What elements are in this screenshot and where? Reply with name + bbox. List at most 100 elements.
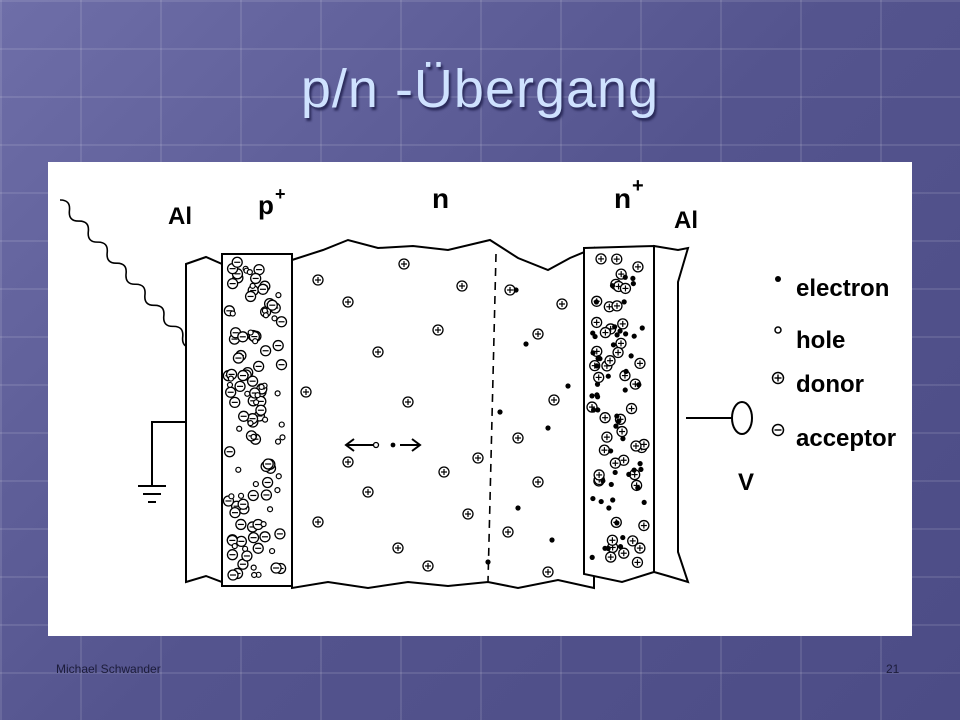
electron-carrier <box>623 368 629 375</box>
acceptor-ion <box>241 550 253 562</box>
electron-carrier <box>614 332 620 338</box>
hole-carrier <box>247 329 254 336</box>
hole-carrier <box>250 433 257 440</box>
electron-carrier <box>610 342 617 348</box>
hole-carrier <box>253 399 260 406</box>
acceptor-ion <box>250 272 262 285</box>
donor-ion <box>606 534 619 546</box>
electron-carrier <box>631 467 637 473</box>
electron-carrier <box>545 425 551 431</box>
hole-carrier <box>229 310 236 317</box>
donor-ion <box>616 425 628 438</box>
donor-ion <box>634 357 646 370</box>
electron-carrier <box>628 353 634 359</box>
electron-carrier <box>595 355 601 362</box>
donor-ion <box>599 412 611 424</box>
donor-ion <box>598 444 611 456</box>
hole-carrier <box>268 547 276 555</box>
electron-arrow-head <box>411 438 422 452</box>
donor-ion <box>631 556 644 569</box>
acceptor-ion <box>272 339 284 352</box>
hole-arrow-head <box>344 438 355 452</box>
pn-junction-diagram: Al p + n n + Al V electron hole donor ac… <box>59 175 896 590</box>
acceptor-ion <box>255 404 267 416</box>
donor-ion <box>599 326 612 339</box>
label-al-right: Al <box>674 207 698 234</box>
hole-carrier <box>250 564 257 571</box>
electron-carrier <box>612 469 618 476</box>
donor-ion <box>615 337 627 350</box>
electron-carrier <box>497 409 503 415</box>
acceptor-ion <box>229 507 241 519</box>
acceptor-ion <box>252 542 264 554</box>
electron-carrier <box>622 274 628 280</box>
acceptor-ion <box>260 489 273 501</box>
hole-carrier <box>266 506 274 513</box>
acceptor-ion <box>225 386 237 398</box>
acceptor-ion <box>274 528 286 540</box>
acceptor-ion <box>237 331 249 343</box>
donor-ion <box>593 371 605 384</box>
electron-carrier <box>641 499 647 506</box>
donor-ion <box>502 526 514 538</box>
acceptor-ion <box>262 458 274 470</box>
electron-carrier <box>622 387 628 393</box>
page-number: 21 <box>886 662 900 676</box>
electron-carrier <box>631 333 637 339</box>
electron-carrier <box>606 505 612 511</box>
hole-carrier <box>274 438 282 445</box>
n-bulk <box>291 238 595 590</box>
legend-acceptor-icon <box>771 423 785 437</box>
electron-carrier <box>613 423 619 429</box>
donor-ion <box>605 551 617 563</box>
donor-ion <box>372 346 384 358</box>
right-contact <box>653 244 690 584</box>
acceptor-ion <box>237 369 249 382</box>
ground-wire <box>151 421 186 486</box>
acceptor-ion <box>244 290 257 303</box>
electron-carrier <box>636 382 642 388</box>
legend-acceptor: acceptor <box>796 425 896 452</box>
label-n-plus-sign: + <box>632 175 644 197</box>
hole-carrier <box>262 312 270 319</box>
electron-carrier <box>589 554 595 561</box>
hole-carrier <box>227 375 234 382</box>
donor-ion <box>601 431 613 443</box>
footer-author: Michael Schwander <box>56 662 161 676</box>
acceptor-ion <box>226 549 239 561</box>
hole-carrier <box>274 487 281 494</box>
hole-carrier <box>260 521 267 528</box>
donor-ion <box>595 253 607 265</box>
electron-carrier <box>617 543 624 550</box>
hole-carrier <box>278 421 285 428</box>
hole-carrier <box>271 315 278 322</box>
donor-ion <box>609 457 622 469</box>
donor-ion <box>638 519 650 532</box>
donor-ion <box>362 486 374 498</box>
hole-carrier <box>249 282 256 289</box>
electron-carrier <box>608 481 614 488</box>
electron-carrier <box>485 559 491 565</box>
donor-ion <box>422 560 434 572</box>
electron-carrier <box>590 407 597 413</box>
donor-ion <box>392 542 404 554</box>
legend-hole: hole <box>796 327 845 354</box>
hole-carrier <box>226 381 234 389</box>
electron-carrier <box>590 350 596 356</box>
acceptor-ion <box>247 532 260 544</box>
donor-ion <box>591 316 603 329</box>
electron-carrier <box>612 324 618 330</box>
donor-ion <box>556 298 568 310</box>
donor-ion <box>504 284 516 296</box>
electron-carrier <box>630 280 636 287</box>
generated-hole <box>372 441 380 449</box>
electron-carrier <box>639 325 645 331</box>
donor-ion <box>612 346 624 359</box>
electron-carrier <box>614 520 620 526</box>
legend-donor-icon <box>771 371 785 385</box>
donor-ion <box>456 280 468 292</box>
hole-carrier <box>231 542 238 550</box>
generated-electron <box>390 442 396 448</box>
electron-carrier <box>626 471 632 478</box>
acceptor-ion <box>275 359 288 371</box>
